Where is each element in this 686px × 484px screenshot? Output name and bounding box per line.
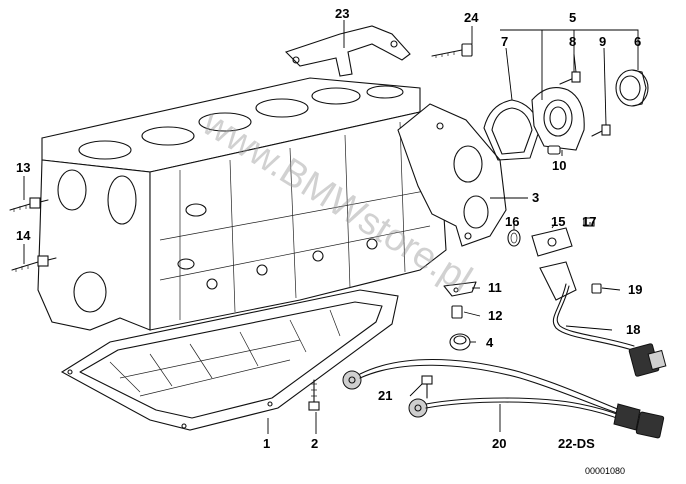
oil-pan [60,289,399,431]
dowel-10 [547,145,561,155]
engine-bracket [284,25,411,77]
callout-23: 23 [335,6,349,21]
callout-10: 10 [552,158,566,173]
callout-5: 5 [569,10,576,25]
engine-block [37,77,447,331]
diagram-code: 22-DS [558,436,595,451]
rear-cover-gasket [397,103,507,247]
sensor-holder-15 [531,227,573,257]
bolt-12 [451,305,463,319]
callout-14: 14 [16,228,31,243]
callout-6: 6 [634,34,641,49]
callout-18: 18 [626,322,640,337]
bracket-11 [443,281,477,297]
callout-13: 13 [16,160,30,175]
callout-21: 21 [378,388,392,403]
bolt-9 [591,124,611,137]
leader-lines [23,20,639,434]
callout-8: 8 [569,34,576,49]
image-id: 00001080 [585,466,625,476]
o-ring-16 [507,229,521,247]
callout-2: 2 [311,436,318,451]
bolt-21 [421,375,433,399]
callout-19: 19 [628,282,642,297]
stud-14 [11,255,57,272]
bolt-24 [431,43,473,58]
callout-12: 12 [488,308,502,323]
callout-4: 4 [486,335,494,350]
plug-4 [449,333,471,351]
seal-carrier [531,87,585,151]
callout-15: 15 [551,214,565,229]
callout-7: 7 [501,34,508,49]
bolt-2 [308,379,320,411]
callout-9: 9 [599,34,606,49]
callout-3: 3 [532,190,539,205]
crankshaft-sensor [539,261,667,377]
radial-seal [615,69,649,107]
callout-11: 11 [488,280,502,295]
stud-13 [9,197,49,212]
callout-1: 1 [263,436,270,451]
callout-17: 17 [582,214,596,229]
callout-16: 16 [505,214,519,229]
bolt-19 [591,283,602,294]
bolt-8 [559,71,581,85]
knock-sensor-harness [342,359,665,439]
callout-20: 20 [492,436,506,451]
bolt-17 [583,217,595,227]
callout-24: 24 [464,10,479,25]
